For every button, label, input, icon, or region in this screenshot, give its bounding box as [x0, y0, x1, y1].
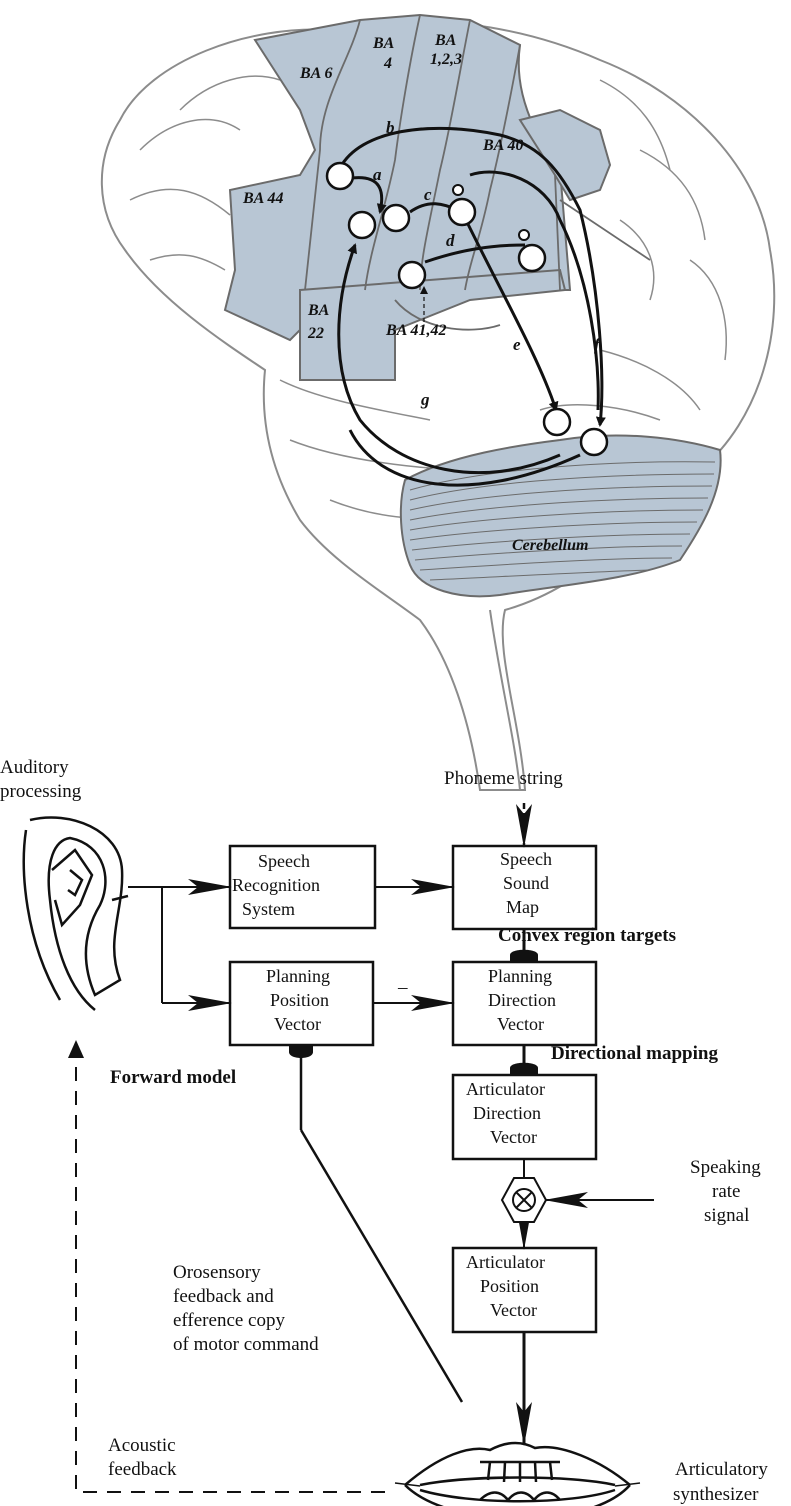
- pathway-label-c: c: [424, 185, 432, 204]
- pathway-label-e: e: [513, 335, 521, 354]
- articulator-direction-line1: Articulator: [466, 1079, 545, 1099]
- speaking-rate-line1: Speaking: [690, 1157, 761, 1178]
- label-ba4-line1: BA: [372, 35, 395, 52]
- node-cerebellum-2: [581, 429, 607, 455]
- acoustic-feedback-line1: Acoustic: [108, 1435, 176, 1456]
- articulator-position-line3: Vector: [490, 1300, 537, 1320]
- speech-recognition-line3: System: [242, 899, 295, 919]
- articulatory-synthesizer-line1: Articulatory: [675, 1459, 768, 1480]
- phoneme-string-label: Phoneme string: [444, 768, 563, 789]
- label-ba40: BA 40: [482, 137, 523, 154]
- label-ba123-line1: BA: [434, 32, 457, 49]
- articulator-direction-line3: Vector: [490, 1127, 537, 1147]
- node-cerebellum-1: [544, 409, 570, 435]
- node-ba4: [383, 205, 409, 231]
- acoustic-feedback-line2: feedback: [108, 1459, 177, 1480]
- pathway-label-a: a: [373, 165, 382, 184]
- label-ba4142: BA 41,42: [385, 322, 446, 339]
- forward-model-label: Forward model: [110, 1067, 236, 1088]
- label-ba4-line2: 4: [383, 55, 392, 72]
- label-ba6: BA 6: [299, 65, 332, 82]
- label-ba44: BA 44: [242, 190, 283, 207]
- orosensory-line2: feedback and: [173, 1286, 274, 1307]
- minus-sign: –: [397, 977, 408, 998]
- orosensory-line1: Orosensory: [173, 1262, 261, 1283]
- planning-direction-line3: Vector: [497, 1014, 544, 1034]
- mouth-icon: [395, 1443, 640, 1506]
- planning-position-line3: Vector: [274, 1014, 321, 1034]
- planning-position-line2: Position: [270, 990, 329, 1010]
- planning-direction-line1: Planning: [488, 966, 552, 986]
- node-ba6: [327, 163, 353, 189]
- pathway-label-g: g: [420, 390, 430, 409]
- multiplier-icon: [502, 1178, 546, 1222]
- label-ba22-line1: BA: [307, 302, 330, 319]
- orosensory-line4: of motor command: [173, 1334, 319, 1355]
- speech-recognition-line2: Recognition: [232, 875, 320, 895]
- node-ba40: [519, 245, 545, 271]
- articulator-direction-line2: Direction: [473, 1103, 541, 1123]
- brain-illustration: BA 6 BA 4 BA 1,2,3 BA 40 BA 44 BA 22 BA …: [102, 15, 774, 790]
- label-ba22-line2: 22: [307, 325, 324, 342]
- convex-region-targets-label: Convex region targets: [498, 925, 676, 946]
- pathway-label-b: b: [386, 118, 395, 137]
- speech-sound-map-line1: Speech: [500, 849, 552, 869]
- pathway-label-d: d: [446, 231, 455, 250]
- articulator-position-line1: Articulator: [466, 1252, 545, 1272]
- auditory-processing-line2: processing: [0, 781, 82, 802]
- block-diagram: Auditory processing Phoneme string Speec…: [0, 757, 768, 1506]
- speech-recognition-line1: Speech: [258, 851, 310, 871]
- planning-direction-line2: Direction: [488, 990, 556, 1010]
- node-ba44: [349, 212, 375, 238]
- articulatory-synthesizer-line2: synthesizer: [673, 1484, 759, 1505]
- orosensory-line3: efference copy: [173, 1310, 285, 1331]
- speaking-rate-line3: signal: [704, 1205, 749, 1226]
- node-ba4142: [399, 262, 425, 288]
- label-cerebellum: Cerebellum: [512, 537, 588, 554]
- auditory-processing-line1: Auditory: [0, 757, 69, 778]
- speaking-rate-line2: rate: [712, 1181, 740, 1202]
- node-ba123: [449, 199, 475, 225]
- label-ba123-line2: 1,2,3: [430, 51, 462, 68]
- speech-sound-map-line3: Map: [506, 897, 539, 917]
- speech-sound-map-line2: Sound: [503, 873, 549, 893]
- planning-position-line1: Planning: [266, 966, 330, 986]
- ear-icon: [24, 817, 128, 1010]
- directional-mapping-label: Directional mapping: [551, 1043, 718, 1064]
- articulator-position-line2: Position: [480, 1276, 539, 1296]
